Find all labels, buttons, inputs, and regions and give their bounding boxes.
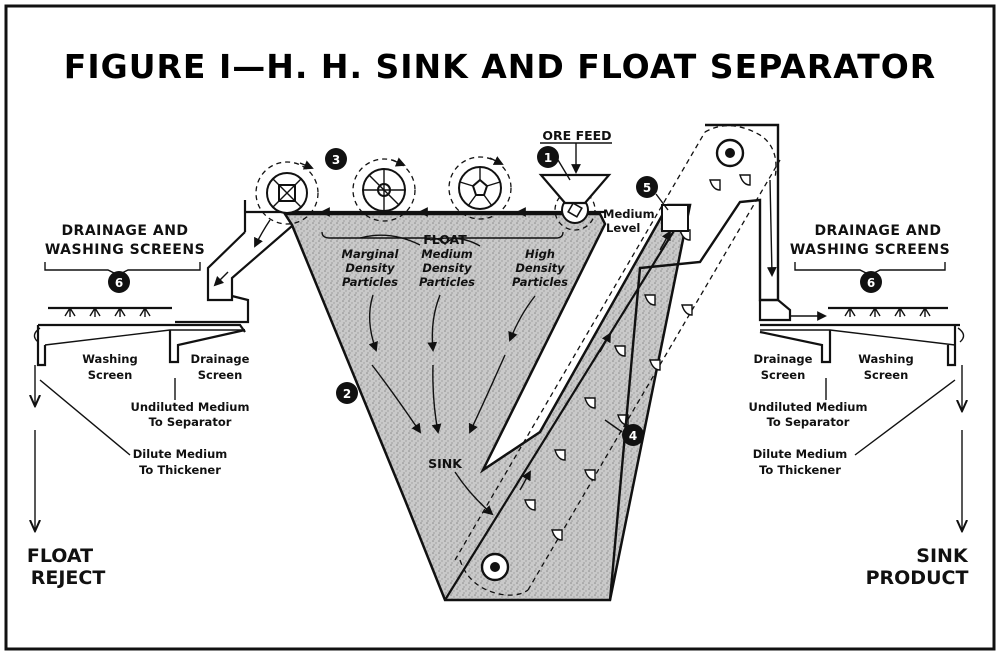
sink-product-label: PRODUCT: [866, 567, 969, 589]
right-washing-screen-label: Washing: [858, 352, 913, 366]
sink-path-arrow: [431, 364, 442, 434]
left-washing-hopper: [36, 325, 47, 367]
right-spray-nozzles: [844, 307, 931, 317]
right-drainage-hopper: [759, 330, 832, 364]
callout-2: 2: [336, 382, 358, 404]
right-washing-screen-label: Screen: [864, 368, 909, 382]
elevator-box: [661, 204, 689, 232]
high-density-label: High: [525, 247, 555, 261]
medium-level-label: Level: [606, 221, 640, 235]
right-drainage-screen-label: Screen: [761, 368, 806, 382]
callout-1: 1: [537, 146, 559, 168]
right-dilute-leader: [854, 379, 956, 456]
callout-6-right: 6: [860, 271, 882, 293]
right-undiluted-label: To Separator: [767, 415, 850, 429]
float-chute-lip: [175, 294, 250, 324]
left-dilute-label: To Thickener: [139, 463, 221, 477]
sink-path-arrow: [371, 364, 422, 434]
medium-density-label: Medium: [421, 247, 473, 261]
sink-chute: [758, 299, 792, 322]
left-screens-header: WASHING SCREENS: [45, 242, 205, 258]
left-washing-screen-label: Washing: [82, 352, 137, 366]
particle-path-arrow: [368, 294, 378, 352]
particle-path-arrow: [508, 295, 536, 342]
outer-border: [4, 4, 996, 651]
callout-4: 4: [622, 424, 644, 446]
right-screen-lip: [957, 327, 965, 343]
float-label: FLOAT: [423, 232, 467, 247]
right-washing-hopper: [946, 325, 957, 367]
left-spray-nozzles: [64, 307, 151, 317]
left-undiluted-label: Undiluted Medium: [131, 400, 250, 414]
left-drainage-screen-label: Drainage: [191, 352, 250, 366]
svg-text:6: 6: [867, 276, 875, 290]
paddle-wheel: [352, 158, 416, 222]
high-density-label: Density: [515, 261, 565, 275]
particle-path: [359, 234, 421, 246]
elevator-casing: [608, 123, 780, 601]
float-discharge-arrow: [213, 271, 229, 287]
right-screens-header: DRAINAGE AND: [814, 223, 941, 239]
bucket-elevator: [454, 125, 781, 596]
right-undiluted-label: Undiluted Medium: [749, 400, 868, 414]
right-drainage-screen-label: Drainage: [754, 352, 813, 366]
left-dilute-label: Dilute Medium: [133, 447, 228, 461]
medium-level-label: Medium: [603, 207, 655, 221]
left-drainage-hopper: [168, 328, 246, 364]
svg-text:3: 3: [332, 153, 340, 167]
callout-5: 5: [636, 176, 658, 198]
float-bracket: [321, 231, 564, 246]
callout-6-left: 6: [108, 271, 130, 293]
sink-discharge-arrow: [766, 179, 777, 277]
svg-text:4: 4: [629, 429, 637, 443]
elevator-inner-wall: [444, 204, 691, 601]
left-washing-screen-label: Screen: [88, 368, 133, 382]
medium-density-label: Density: [422, 261, 472, 275]
medium-density-label: Particles: [419, 275, 475, 289]
svg-text:5: 5: [643, 181, 651, 195]
rotation-arrow: [489, 156, 504, 165]
float-reject-label: REJECT: [31, 567, 106, 589]
left-screens-header: DRAINAGE AND: [61, 223, 188, 239]
particle-path-arrow: [427, 294, 441, 352]
rotation-arrow: [299, 160, 314, 170]
particle-path: [429, 237, 481, 247]
rotation-arrow: [391, 157, 406, 167]
figure-title: FIGURE I—H. H. SINK AND FLOAT SEPARATOR: [64, 47, 936, 86]
callout-5-leader: [655, 193, 669, 211]
svg-text:6: 6: [115, 276, 123, 290]
paddle-wheel: [448, 156, 512, 220]
sink-label: SINK: [428, 456, 463, 471]
right-dilute-label: To Thickener: [759, 463, 841, 477]
callout-1-leader: [557, 159, 571, 181]
high-density-label: Particles: [512, 275, 568, 289]
callout-4-leader: [604, 419, 623, 433]
right-dilute-label: Dilute Medium: [753, 447, 848, 461]
callout-3: 3: [325, 148, 347, 170]
feed-hopper: [538, 173, 612, 205]
left-dilute-leader: [39, 379, 131, 456]
marginal-density-label: Particles: [342, 275, 398, 289]
marginal-density-label: Marginal: [342, 247, 400, 261]
right-screens-header: WASHING SCREENS: [790, 242, 950, 258]
paddle-wheel: [255, 161, 319, 225]
float-discharge-arrow: [254, 219, 271, 248]
svg-text:1: 1: [544, 151, 552, 165]
sink-path-arrow: [468, 354, 506, 434]
float-reject-label: FLOAT: [27, 545, 93, 567]
sink-path-arrow: [454, 471, 494, 516]
sink-product-label: SINK: [916, 545, 969, 567]
svg-text:2: 2: [343, 387, 351, 401]
float-chute: [206, 225, 293, 302]
ore-feed-label: ORE FEED: [542, 128, 611, 143]
marginal-density-label: Density: [345, 261, 395, 275]
left-screen-deck: [38, 323, 246, 333]
left-undiluted-label: To Separator: [149, 415, 232, 429]
left-drainage-screen-label: Screen: [198, 368, 243, 382]
